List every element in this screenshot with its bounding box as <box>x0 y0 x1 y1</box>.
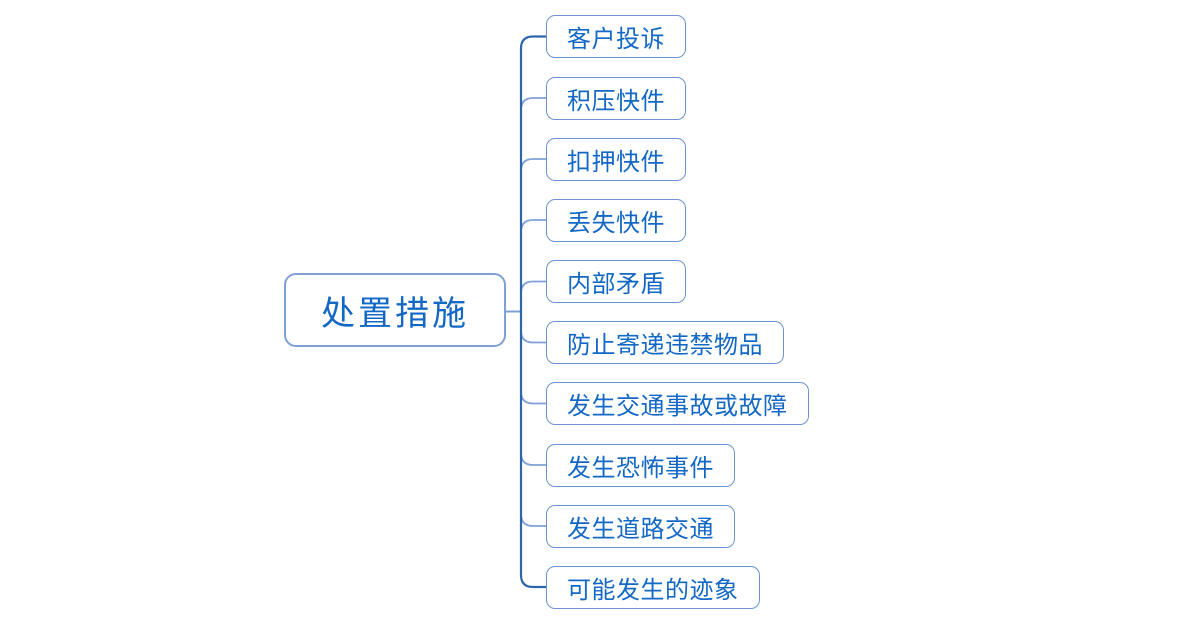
child-node[interactable]: 积压快件 <box>546 76 686 120</box>
branch-line <box>520 452 547 466</box>
child-node-label: 发生恐怖事件 <box>567 455 714 482</box>
child-node-label: 丢失快件 <box>567 210 665 237</box>
branch-line <box>520 219 547 233</box>
child-node[interactable]: 可能发生的迹象 <box>546 565 760 609</box>
branch-line <box>520 280 547 294</box>
child-node-label: 客户投诉 <box>567 27 665 53</box>
child-node[interactable]: 发生道路交通 <box>546 504 735 548</box>
branch-line <box>520 158 547 172</box>
root-node-label: 处置措施 <box>321 295 469 333</box>
branch-line <box>520 330 547 344</box>
branch-line <box>520 391 547 405</box>
child-node[interactable]: 发生交通事故或故障 <box>546 382 809 425</box>
branch-line <box>520 97 547 111</box>
branch-line <box>520 513 547 527</box>
child-node-label: 防止寄递违禁物品 <box>567 333 763 359</box>
root-node[interactable]: 处置措施 <box>284 273 506 347</box>
child-node-label: 内部矛盾 <box>567 272 665 298</box>
child-node[interactable]: 丢失快件 <box>546 198 686 242</box>
child-node-label: 发生交通事故或故障 <box>567 394 788 420</box>
child-node-label: 积压快件 <box>567 88 665 115</box>
child-node-label: 扣押快件 <box>567 149 665 176</box>
child-node-label: 发生道路交通 <box>567 516 714 543</box>
child-node[interactable]: 内部矛盾 <box>546 260 686 303</box>
trunk-line <box>519 35 547 589</box>
child-node[interactable]: 扣押快件 <box>546 137 686 181</box>
child-node-label: 可能发生的迹象 <box>567 577 739 604</box>
child-node[interactable]: 发生恐怖事件 <box>546 443 735 487</box>
child-node[interactable]: 防止寄递违禁物品 <box>546 321 784 364</box>
child-node[interactable]: 客户投诉 <box>546 15 686 58</box>
